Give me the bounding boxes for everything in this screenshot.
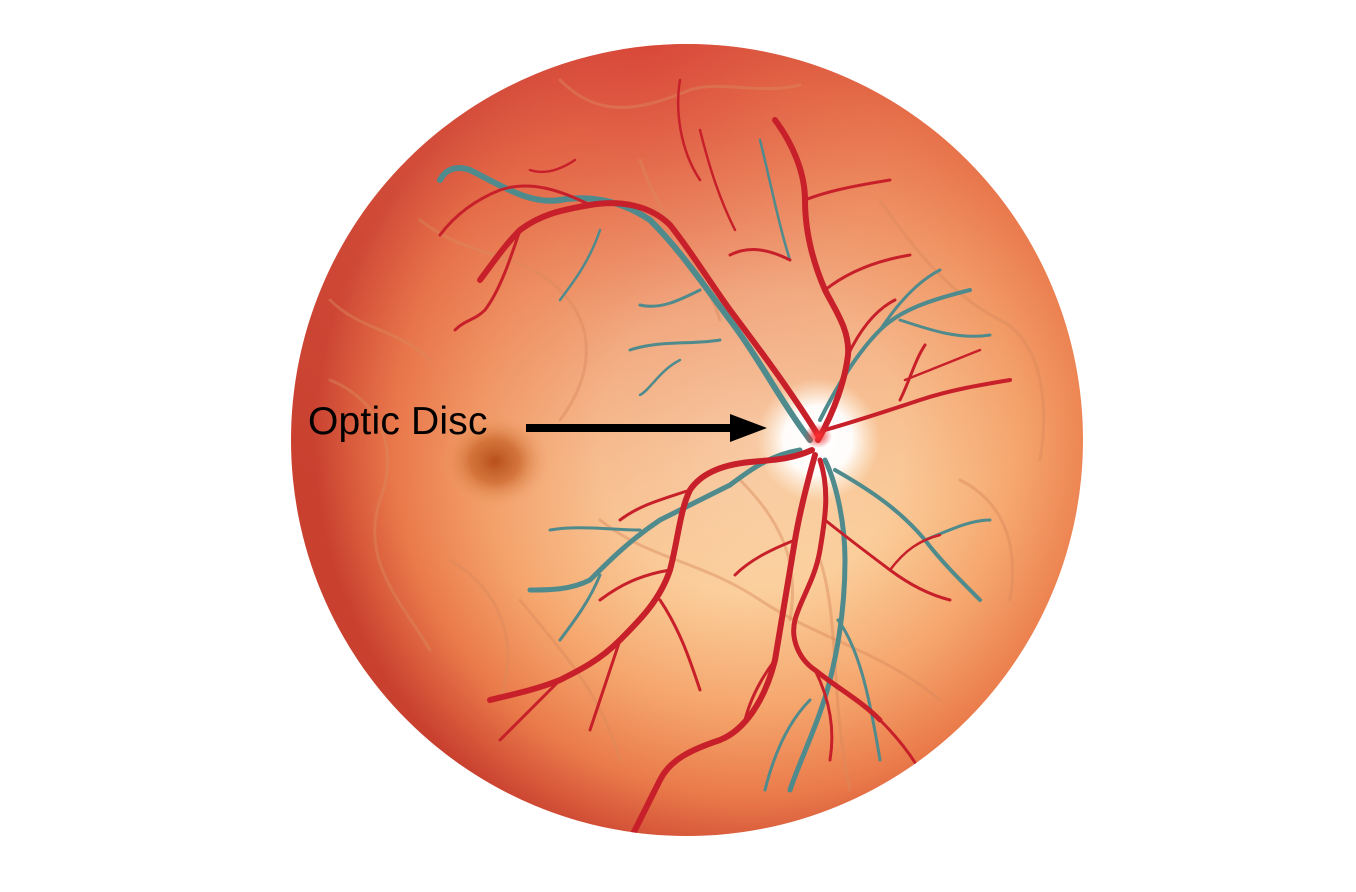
optic-disc-label: Optic Disc xyxy=(308,400,488,443)
macula xyxy=(440,413,550,509)
annotation-arrow xyxy=(526,414,767,442)
fundus xyxy=(291,44,1083,836)
optic-disc-center xyxy=(804,424,832,448)
choroidal-vessels xyxy=(328,78,1046,792)
retinal-arteries xyxy=(438,78,1012,836)
